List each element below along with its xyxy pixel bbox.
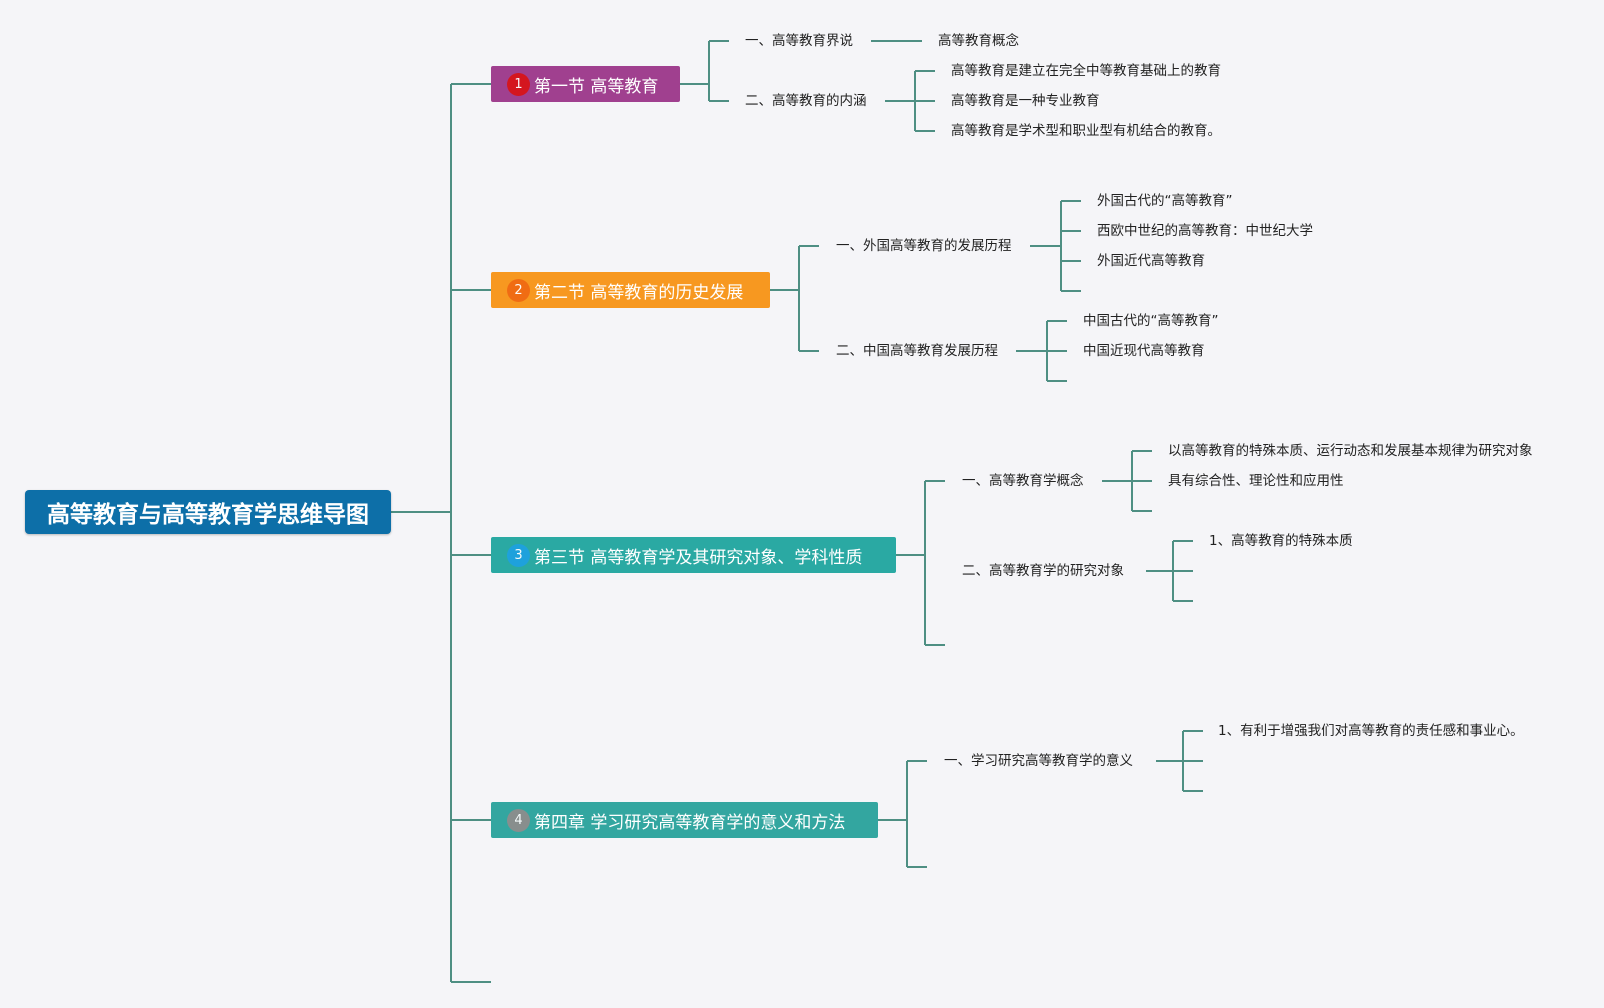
s1-branch-2-label[interactable]: 二、高等教育的内涵 (741, 92, 871, 110)
number-1-badge-icon: 1 (507, 72, 530, 96)
section-1-topic[interactable]: 1 第一节 高等教育 (491, 66, 680, 102)
root-topic[interactable]: 高等教育与高等教育学思维导图 (25, 490, 391, 534)
s1-b2-leaf-2[interactable]: 高等教育是一种专业教育 (947, 92, 1104, 110)
number-2-badge-icon: 2 (507, 278, 530, 302)
s2-b1-leaf-1[interactable]: 外国古代的“高等教育” (1093, 192, 1237, 210)
section-2-label: 第二节 高等教育的历史发展 (534, 282, 744, 303)
s2-b2-leaf-1[interactable]: 中国古代的“高等教育” (1079, 312, 1223, 330)
section-4-topic[interactable]: 4 第四章 学习研究高等教育学的意义和方法 (491, 802, 878, 838)
section-1-label: 第一节 高等教育 (534, 76, 659, 97)
s3-b2-leaf-1[interactable]: 1、高等教育的特殊本质 (1205, 532, 1357, 550)
s2-branch-2-label[interactable]: 二、中国高等教育发展历程 (832, 342, 1002, 360)
section-4-label: 第四章 学习研究高等教育学的意义和方法 (534, 812, 846, 833)
section-2-topic[interactable]: 2 第二节 高等教育的历史发展 (491, 272, 770, 308)
s2-b1-leaf-2[interactable]: 西欧中世纪的高等教育：中世纪大学 (1093, 222, 1317, 240)
s1-b2-leaf-1[interactable]: 高等教育是建立在完全中等教育基础上的教育 (947, 62, 1225, 80)
number-4-badge-icon: 4 (507, 808, 530, 832)
s1-b2-leaf-3[interactable]: 高等教育是学术型和职业型有机结合的教育。 (947, 122, 1225, 140)
s2-b2-leaf-2[interactable]: 中国近现代高等教育 (1079, 342, 1209, 360)
section-3-topic[interactable]: 3 第三节 高等教育学及其研究对象、学科性质 (491, 537, 896, 573)
number-3-badge-icon: 3 (507, 543, 530, 567)
s1-branch-1-label[interactable]: 一、高等教育界说 (741, 32, 857, 50)
s3-b1-leaf-2[interactable]: 具有综合性、理论性和应用性 (1164, 472, 1348, 490)
section-3-label: 第三节 高等教育学及其研究对象、学科性质 (534, 547, 863, 568)
s1-b1-leaf-1[interactable]: 高等教育概念 (934, 32, 1023, 50)
s3-branch-1-label[interactable]: 一、高等教育学概念 (958, 472, 1088, 490)
s2-b1-leaf-3[interactable]: 外国近代高等教育 (1093, 252, 1209, 270)
s2-branch-1-label[interactable]: 一、外国高等教育的发展历程 (832, 237, 1016, 255)
s4-branch-1-label[interactable]: 一、学习研究高等教育学的意义 (940, 752, 1137, 770)
s4-b1-leaf-1[interactable]: 1、有利于增强我们对高等教育的责任感和事业心。 (1214, 722, 1528, 740)
s3-branch-2-label[interactable]: 二、高等教育学的研究对象 (958, 562, 1128, 580)
s3-b1-leaf-1[interactable]: 以高等教育的特殊本质、运行动态和发展基本规律为研究对象 (1164, 442, 1537, 460)
